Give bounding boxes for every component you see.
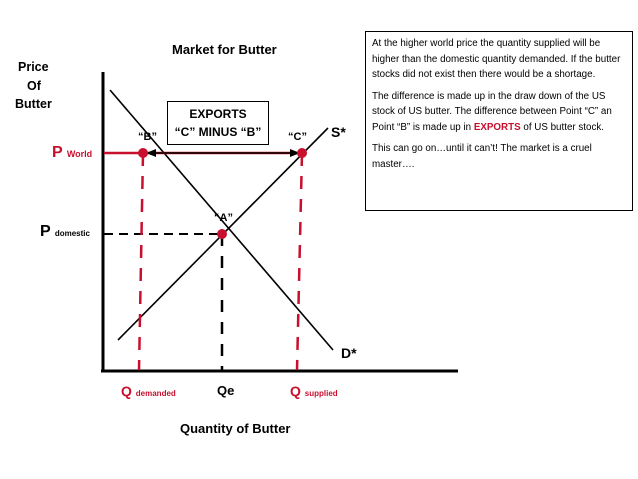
domestic-price-label-main: P bbox=[40, 223, 51, 240]
point-c-marker bbox=[297, 148, 307, 158]
exports-box-line-1: EXPORTS bbox=[189, 107, 247, 121]
point-b-label: “B” bbox=[138, 131, 157, 143]
quantity-demanded-label-main: Q bbox=[121, 383, 132, 399]
note-paragraph-2-text-before: The difference is made up in the draw do… bbox=[372, 90, 612, 133]
note-paragraph-1: At the higher world price the quantity s… bbox=[372, 38, 621, 80]
world-price-label-sub: World bbox=[66, 149, 93, 159]
point-b-marker bbox=[138, 148, 148, 158]
equilibrium-quantity-label: Qe bbox=[217, 383, 235, 398]
supply-curve-label: S* bbox=[331, 124, 346, 140]
exports-arrow-right-head bbox=[290, 149, 300, 157]
quantity-supplied-dashed-line bbox=[295, 152, 304, 371]
quantity-demanded-label: Q demanded bbox=[121, 383, 176, 399]
demand-curve-label: D* bbox=[341, 345, 357, 361]
exports-box: EXPORTS “C” MINUS “B” bbox=[167, 101, 269, 145]
note-paragraph-3: This can go on…until it can’t! The marke… bbox=[372, 143, 592, 170]
world-price-label-main: P bbox=[52, 144, 63, 161]
demand-curve bbox=[109, 89, 334, 351]
chart-title: Market for Butter bbox=[172, 42, 277, 57]
domestic-price-label-sub: domestic bbox=[54, 229, 90, 238]
point-a-marker bbox=[217, 229, 227, 239]
exports-box-line-2: “C” MINUS “B” bbox=[174, 125, 262, 139]
y-axis-label-line-2: Of bbox=[27, 79, 41, 93]
y-axis-label-line-1: Price bbox=[18, 60, 49, 74]
note-paragraph-2: The difference is made up in the draw do… bbox=[372, 89, 626, 136]
point-a-label: “A” bbox=[214, 212, 233, 224]
y-axis-label-line-3: Butter bbox=[15, 97, 52, 111]
point-c-label: “C” bbox=[288, 131, 307, 143]
note-exports-highlight: EXPORTS bbox=[473, 121, 521, 133]
note-paragraph-2-text-after: of US butter stock. bbox=[520, 121, 604, 133]
explanation-note: At the higher world price the quantity s… bbox=[365, 31, 633, 211]
world-price-label: P World bbox=[52, 144, 92, 162]
quantity-demanded-label-sub: demanded bbox=[135, 389, 176, 398]
domestic-price-label: P domestic bbox=[40, 223, 90, 241]
quantity-supplied-label-sub: supplied bbox=[304, 389, 338, 398]
x-axis-label: Quantity of Butter bbox=[180, 421, 291, 436]
quantity-supplied-label-main: Q bbox=[290, 383, 301, 399]
quantity-supplied-label: Q supplied bbox=[290, 383, 338, 399]
quantity-demanded-dashed-line bbox=[137, 152, 145, 371]
exports-arrow-left-head bbox=[146, 149, 156, 157]
